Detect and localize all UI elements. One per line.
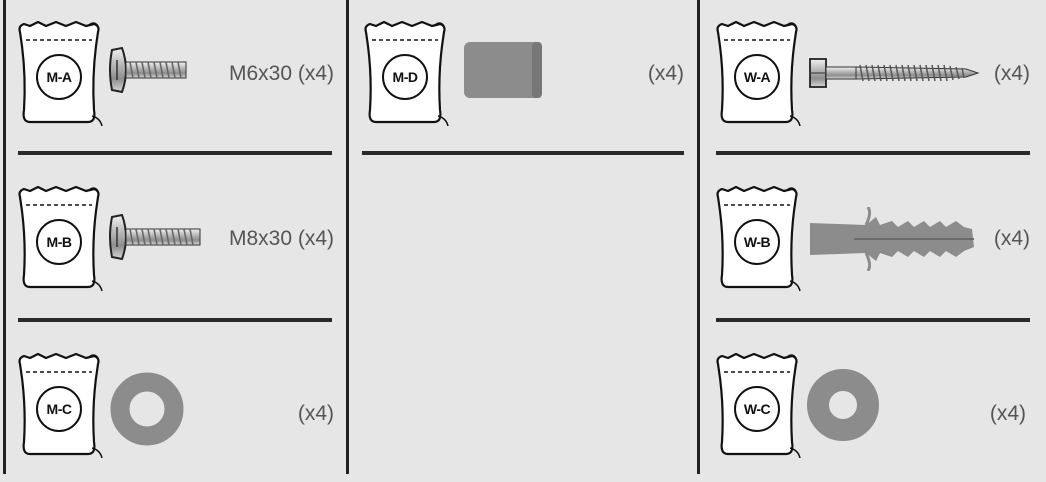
part-quantity-label: (x4) [993,62,1030,85]
bag-code-label: M-D [382,54,428,100]
row-divider [716,151,1030,155]
bag-icon: M-B [14,183,104,293]
part-item-m-b: M-B M8x30 (x4) [14,183,334,313]
left-border [3,0,6,474]
bag-code-label: M-A [36,54,82,100]
bag-icon: W-A [712,18,802,128]
spacer-icon [464,42,542,98]
part-quantity-label: (x4) [993,227,1030,250]
column-divider-1 [346,0,349,474]
bag-code-label: M-C [36,386,82,432]
bag-code-label: W-A [734,54,780,100]
machine-screw-icon [109,213,201,261]
part-item-m-d: M-D (x4) [360,18,684,148]
wall-anchor-icon [810,207,974,271]
machine-screw-icon [109,46,187,94]
part-quantity-label: M6x30 (x4) [228,62,334,85]
bag-code-label: W-C [734,386,780,432]
bag-code-label: M-B [36,219,82,265]
part-item-w-c: W-C (x4) [712,350,1030,480]
washer-icon [807,369,879,441]
bag-icon: M-A [14,18,104,128]
bag-icon: M-D [360,18,450,128]
column-divider-2 [697,0,700,474]
row-divider [18,151,332,155]
part-item-w-b: W-B (x4) [712,183,1030,313]
bag-icon: W-C [712,350,802,460]
bag-code-label: W-B [734,219,780,265]
part-quantity-label: M8x30 (x4) [228,227,334,250]
part-quantity-label: (x4) [297,402,334,425]
row-divider [18,318,332,322]
row-divider [716,318,1030,322]
bag-icon: W-B [712,183,802,293]
part-item-m-c: M-C (x4) [14,350,334,480]
part-item-m-a: M-A M6x30 (x4) [14,18,334,148]
part-item-w-a: W-A (x4) [712,18,1030,148]
part-quantity-label: (x4) [989,402,1026,425]
part-quantity-label: (x4) [647,62,684,85]
lag-bolt-icon [809,58,980,88]
washer-icon [110,372,184,446]
bag-icon: M-C [14,350,104,460]
row-divider [362,151,684,155]
